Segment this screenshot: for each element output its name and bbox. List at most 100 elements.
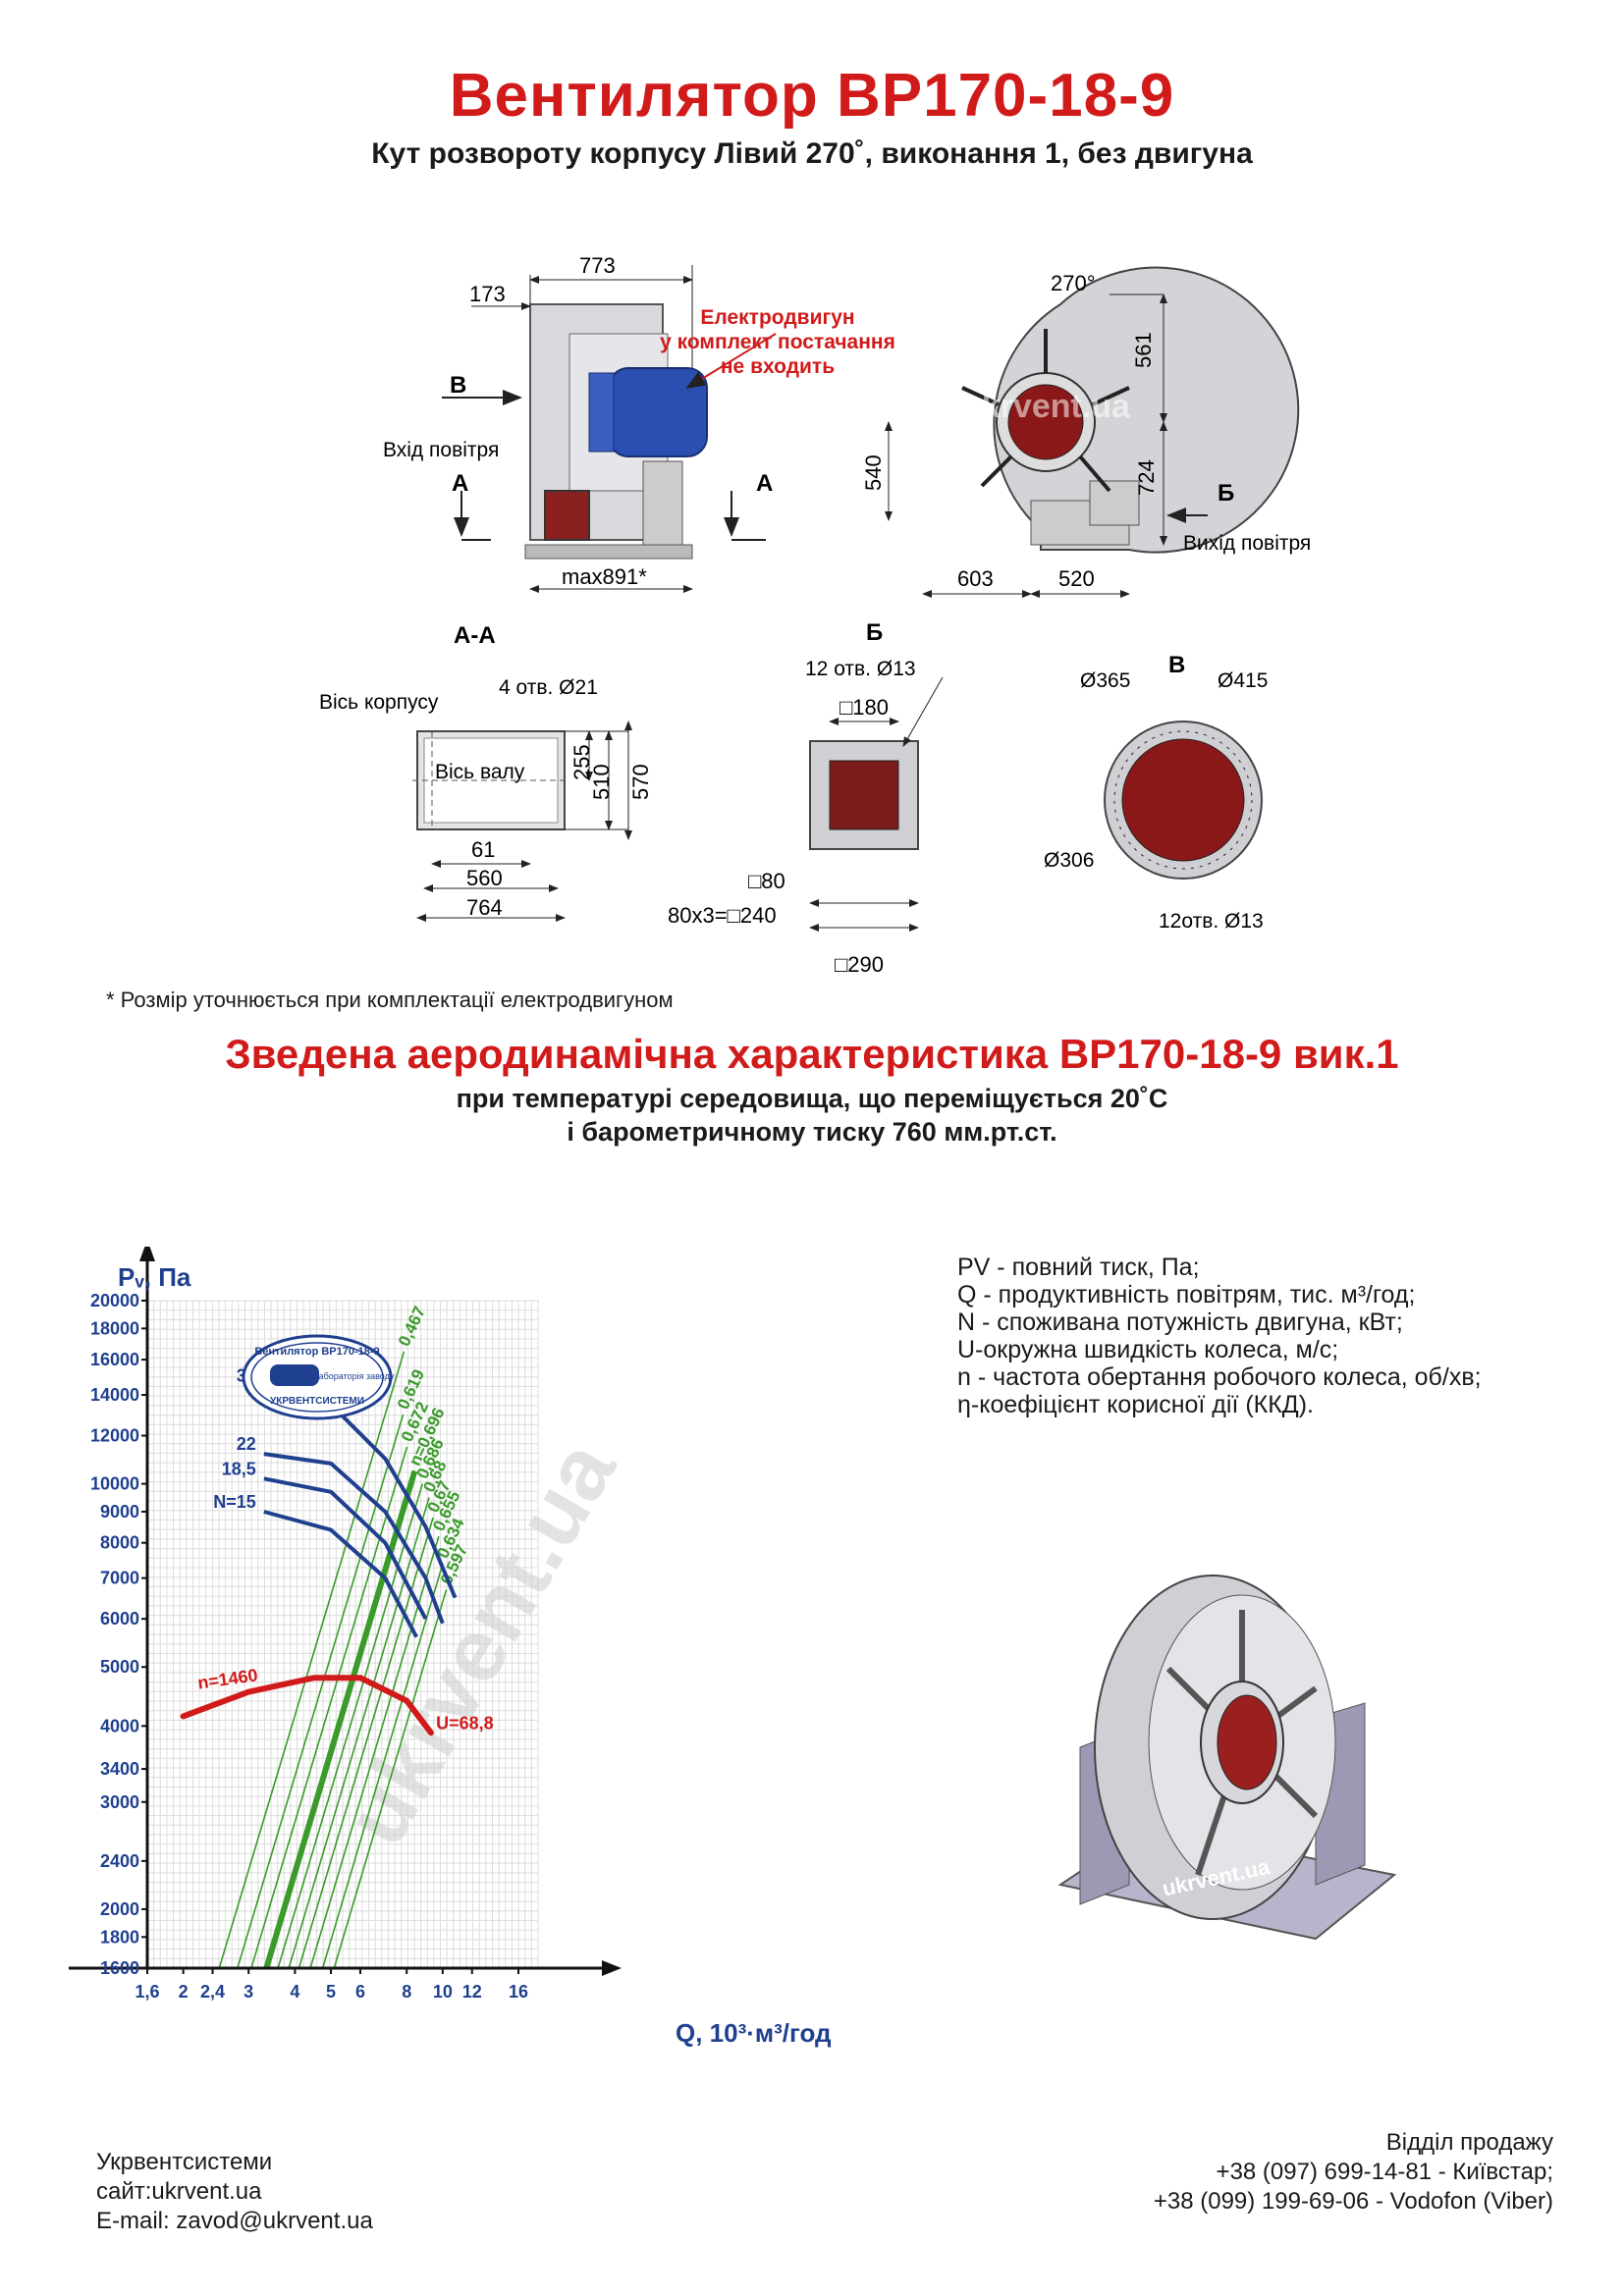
legend: PV - повний тиск, Па; Q - продуктивність… xyxy=(957,1254,1482,1418)
power-curves: 302218,5N=15 xyxy=(213,1366,458,1638)
stamp-line-2: Лабораторія заводу xyxy=(313,1371,395,1381)
y-tick-label: 6000 xyxy=(100,1609,139,1629)
dim-290: □290 xyxy=(835,952,884,977)
x-tick-label: 1,6 xyxy=(135,1982,159,2002)
aero-title: Зведена аеродинамічна характеристика ВР1… xyxy=(225,1031,1399,1077)
dim-764: 764 xyxy=(466,895,503,920)
x-tick-label: 4 xyxy=(290,1982,299,2002)
dim-max891: max891* xyxy=(562,564,647,589)
motor-note-1: Електродвигун xyxy=(700,306,854,329)
dim-540: 540 xyxy=(861,454,886,491)
y-tick-label: 2400 xyxy=(100,1851,139,1871)
x-tick-label: 12 xyxy=(462,1982,482,2002)
phone-kyivstar[interactable]: +38 (097) 699-14-81 - Київстар; xyxy=(1216,2159,1553,2185)
y-tick-label: 1600 xyxy=(100,1958,139,1978)
page-subtitle: Кут розвороту корпусу Лівий 270˚, викона… xyxy=(371,137,1253,170)
d306-label: Ø306 xyxy=(1044,849,1094,872)
y-tick-label: 18000 xyxy=(90,1318,139,1338)
section-aa: А-А Вісь корпусу Вісь валу 4 отв. Ø21 25… xyxy=(319,622,653,922)
power-curve xyxy=(263,1476,428,1621)
axis-shaft-label: Вісь валу xyxy=(435,761,525,783)
email-link[interactable]: E-mail: zavod@ukrvent.ua xyxy=(96,2208,373,2234)
motor-note-2: у комплект постачання xyxy=(660,331,895,353)
stamp-line-3: УКРВЕНТСИСТЕМИ xyxy=(270,1396,364,1407)
y-tick-label: 5000 xyxy=(100,1657,139,1677)
efficiency-line xyxy=(288,1497,430,1969)
y-tick-label: 20000 xyxy=(90,1291,139,1310)
y-tick-label: 7000 xyxy=(100,1569,139,1588)
footnote: * Розмір уточнюється при комплектації ел… xyxy=(106,988,674,1012)
d365-label: Ø365 xyxy=(1080,669,1130,692)
section-a-left: А xyxy=(452,470,468,497)
website-link[interactable]: сайт:ukrvent.ua xyxy=(96,2178,262,2205)
x-tick-label: 3 xyxy=(244,1982,253,2002)
page-title: Вентилятор ВР170-18-9 xyxy=(449,62,1175,130)
view-v: В Ø365 Ø415 Ø306 12отв. Ø13 xyxy=(1044,652,1268,933)
x-tick-label: 2 xyxy=(179,1982,189,2002)
y-tick-label: 10000 xyxy=(90,1474,139,1494)
dim-570: 570 xyxy=(628,764,653,800)
x-axis-label: Q, 10³·м³/год xyxy=(676,2018,832,2048)
speed-curve xyxy=(180,1675,434,1736)
product-image: ukrvent.ua xyxy=(1057,1575,1397,1941)
section-aa-title: А-А xyxy=(454,622,496,649)
y-tick-label: 3400 xyxy=(100,1759,139,1779)
sales-dept: Відділ продажу xyxy=(1385,2129,1553,2156)
company-name: Укрвентсистеми xyxy=(96,2149,273,2175)
front-view-watermark: ukrvent.ua xyxy=(961,388,1131,425)
legend-eta: η-коефіцієнт корисної дії (ККД). xyxy=(957,1391,1314,1418)
dim-773: 773 xyxy=(579,253,616,278)
phone-vodafone[interactable]: +38 (099) 199-69-06 - Vodofon (Viber) xyxy=(1153,2188,1553,2215)
dim-561: 561 xyxy=(1131,332,1156,368)
x-tick-label: 6 xyxy=(355,1982,365,2002)
x-axis-arrow xyxy=(602,1960,622,1976)
y-tick-label: 1800 xyxy=(100,1927,139,1947)
x-tick-label: 10 xyxy=(433,1982,453,2002)
y-axis-arrow xyxy=(139,1247,155,1261)
dim-180: □180 xyxy=(839,695,889,720)
view-b-title: Б xyxy=(866,619,883,646)
footer-sales: Відділ продажу +38 (097) 699-14-81 - Киї… xyxy=(1154,2128,1553,2216)
footer-contacts: Укрвентсистеми сайт:ukrvent.ua E-mail: z… xyxy=(96,2148,373,2236)
dim-560: 560 xyxy=(466,866,503,890)
view-v-title: В xyxy=(1168,652,1185,678)
dim-61: 61 xyxy=(471,837,495,862)
side-view: 773 173 max891* В Вхід повітря А А Елект… xyxy=(383,253,895,593)
x-tick-label: 2,4 xyxy=(200,1982,225,2002)
view-b-holes: 12 отв. Ø13 xyxy=(805,658,916,680)
motor-note-3: не входить xyxy=(721,355,835,378)
label-b: Б xyxy=(1218,480,1234,507)
y-tick-label: 4000 xyxy=(100,1716,139,1735)
dim-173: 173 xyxy=(469,282,506,306)
efficiency-line xyxy=(333,1589,448,1969)
y-tick-label: 3000 xyxy=(100,1792,139,1812)
y-tick-label: 2000 xyxy=(100,1899,139,1919)
label-v: В xyxy=(450,372,466,399)
dim-724: 724 xyxy=(1134,459,1159,496)
dim-240: 80х3=□240 xyxy=(668,903,777,928)
front-view: ukrvent.ua 270° 561 540 724 603 520 Б Ви… xyxy=(861,266,1311,598)
legend-n-speed: n - частота обертання робочого колеса, о… xyxy=(957,1363,1482,1391)
power-curve-label: N=15 xyxy=(213,1492,256,1512)
dim-80: □80 xyxy=(748,869,785,893)
aero-subtitle-2: і барометричному тиску 760 мм.рт.ст. xyxy=(567,1117,1057,1147)
view-v-holes: 12отв. Ø13 xyxy=(1159,910,1264,933)
lab-stamp: Вентилятор ВР170-18-9 Лабораторія заводу… xyxy=(242,1334,395,1420)
technical-drawing: 773 173 max891* В Вхід повітря А А Елект… xyxy=(319,253,1311,977)
section-a-right: А xyxy=(756,470,773,497)
y-axis-label: Pᵥ, Па xyxy=(118,1262,191,1292)
aero-subtitle-1: при температурі середовища, що переміщує… xyxy=(456,1084,1168,1113)
efficiency-line xyxy=(237,1414,405,1969)
dim-520: 520 xyxy=(1058,566,1095,591)
axis-body-label: Вісь корпусу xyxy=(319,691,439,714)
y-tick-label: 12000 xyxy=(90,1426,139,1446)
legend-pv: PV - повний тиск, Па; xyxy=(957,1254,1200,1281)
legend-q: Q - продуктивність повітрям, тис. м³/год… xyxy=(957,1281,1416,1308)
x-tick-label: 16 xyxy=(509,1982,528,2002)
dim-510: 510 xyxy=(589,764,614,800)
power-curve xyxy=(263,1510,418,1638)
efficiency-line xyxy=(250,1446,408,1969)
stamp-line-1: Вентилятор ВР170-18-9 xyxy=(254,1346,379,1358)
